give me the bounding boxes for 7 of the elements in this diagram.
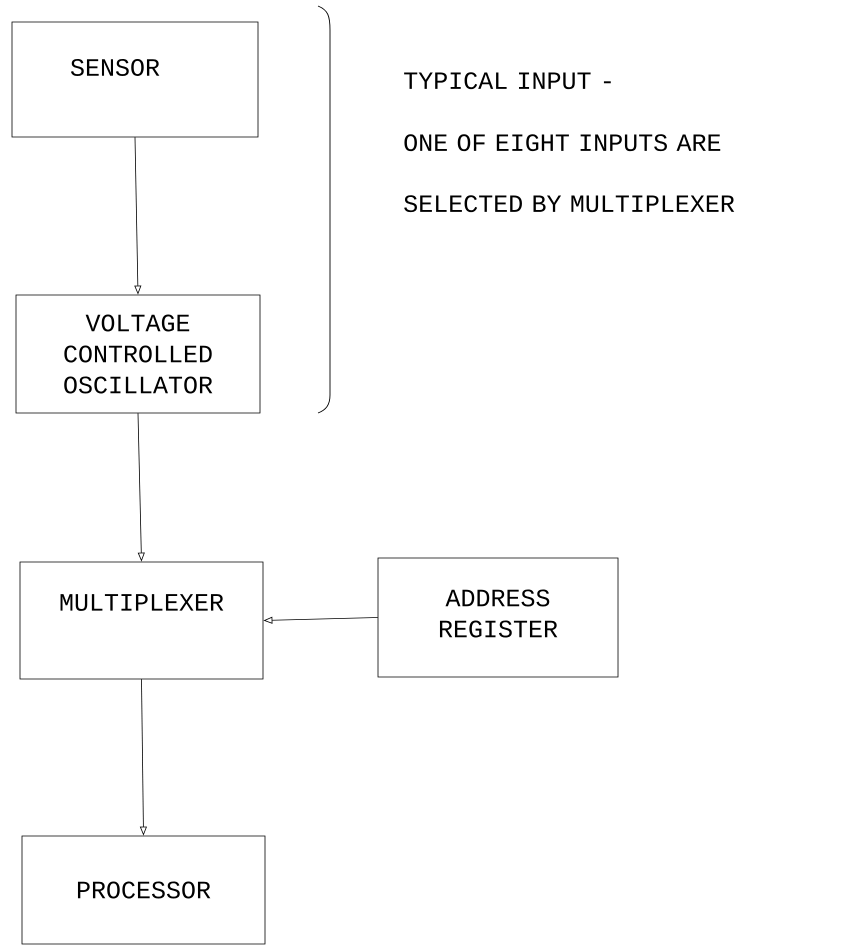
block-box: ADDRESS REGISTER bbox=[378, 558, 618, 678]
block-box: PROCESSOR bbox=[22, 836, 266, 944]
note-text: TYPICAL INPUT - bbox=[404, 72, 611, 90]
block-box: SENSOR bbox=[12, 22, 258, 138]
note-text: ONE OF EIGHT INPUTS ARE SELECTED BY MULTIPLEXER bbox=[404, 134, 734, 212]
block-box: MULTIPLEXER bbox=[20, 562, 264, 680]
block-box: VOLTAGE CONTROLLED OSCILLATOR bbox=[16, 294, 260, 414]
